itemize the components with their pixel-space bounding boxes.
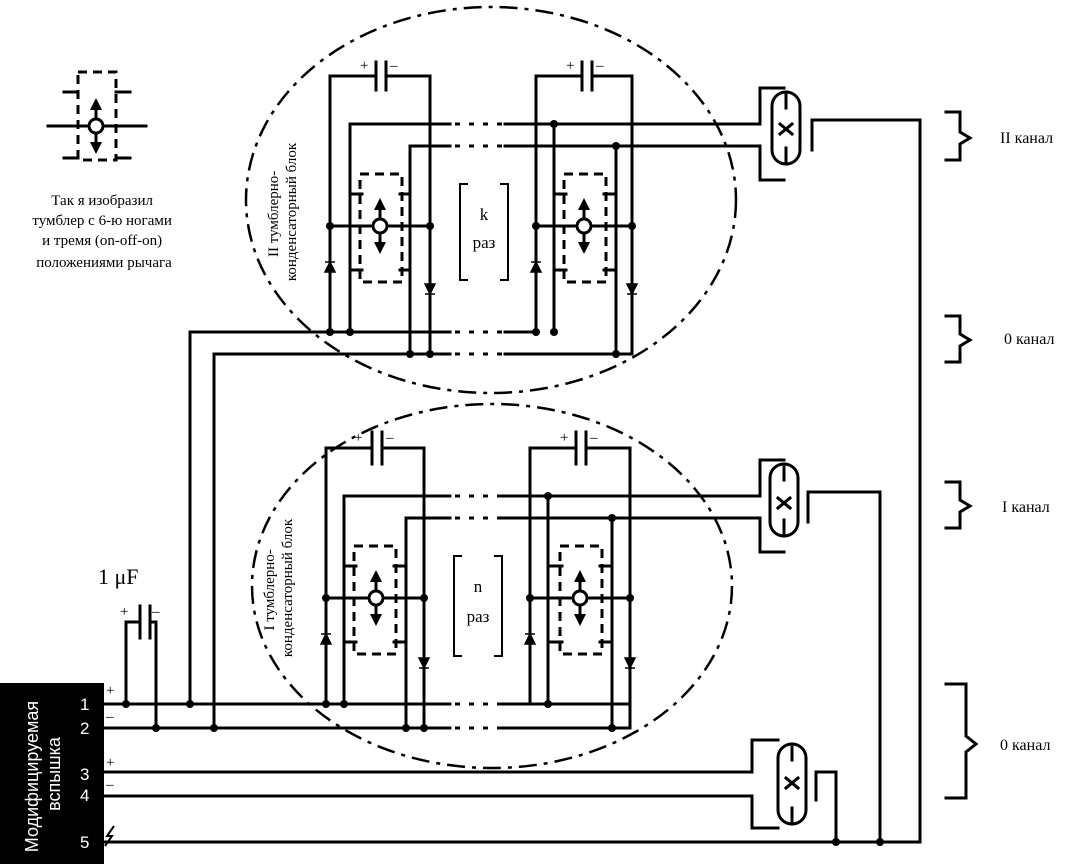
channel-i-label: I канал (1002, 499, 1050, 516)
upper-repeat-word: раз (473, 233, 496, 252)
pin-3-sign: + (106, 755, 114, 771)
legend-toggle-switch-icon (46, 70, 148, 162)
cap-minus-sign: – (385, 430, 394, 446)
cap-minus-sign: – (389, 58, 398, 74)
lower-block-title: I тумблерно- конденсаторный блок (262, 518, 296, 657)
channel-ii-label: II канал (1000, 130, 1053, 147)
channel-0-upper-label: 0 канал (1004, 331, 1054, 348)
pin-2-label: 2 (80, 719, 89, 738)
upper-gas-discharge-tube-icon (758, 86, 922, 182)
pin-2-sign: – (105, 709, 114, 725)
lower-toggle-capacitor-block: I тумблерно- конденсаторный блок + – + – (250, 402, 762, 770)
cap-minus-sign: – (595, 58, 604, 74)
channel-ii-brace-icon: II канал (944, 110, 1053, 162)
pin-5-label: 5 (80, 833, 89, 852)
middle-gas-discharge-tube-icon (758, 458, 882, 844)
pin-3-label: 3 (80, 765, 89, 784)
pin-1-sign: + (106, 683, 114, 699)
lower-repeat-letter: n (474, 577, 483, 596)
upper-block-feed-wires (186, 330, 634, 732)
pin-1-label: 1 (80, 695, 89, 714)
cap-plus-sign: + (120, 604, 128, 620)
cap-minus-sign: – (589, 430, 598, 446)
legend-text: Так я изобразил тумблер с 6-ю ногами и т… (32, 193, 175, 271)
pin-4-label: 4 (80, 786, 89, 805)
channel-0-lower-brace-icon: 0 канал (944, 682, 1050, 800)
cap-plus-sign: + (354, 430, 362, 446)
upper-block-title: II тумблерно- конденсаторный блок (266, 142, 300, 281)
channel-0-lower-label: 0 канал (1000, 737, 1050, 754)
cap-minus-sign: – (151, 604, 160, 620)
upper-toggle-capacitor-block: II тумблерно- конденсаторный блок + – + … (244, 5, 762, 395)
flash-unit: Модифицируемая вспышка 1 2 3 4 5 (0, 683, 104, 864)
upper-repeat-letter: k (480, 205, 489, 224)
channel-i-brace-icon: I канал (944, 480, 1050, 530)
lower-gas-discharge-tube-icon (776, 742, 838, 844)
channel-0-upper-brace-icon: 0 канал (944, 314, 1054, 364)
cap-plus-sign: + (360, 58, 368, 74)
capacitor-1uf: 1 μF + – (98, 564, 160, 732)
cap-plus-sign: + (566, 58, 574, 74)
lower-repeat-word: раз (467, 607, 490, 626)
flash-unit-label: Модифицируемая вспышка (22, 696, 64, 852)
cap-plus-sign: + (560, 430, 568, 446)
pin-4-sign: – (105, 777, 114, 793)
capacitor-1uf-label: 1 μF (98, 564, 139, 589)
